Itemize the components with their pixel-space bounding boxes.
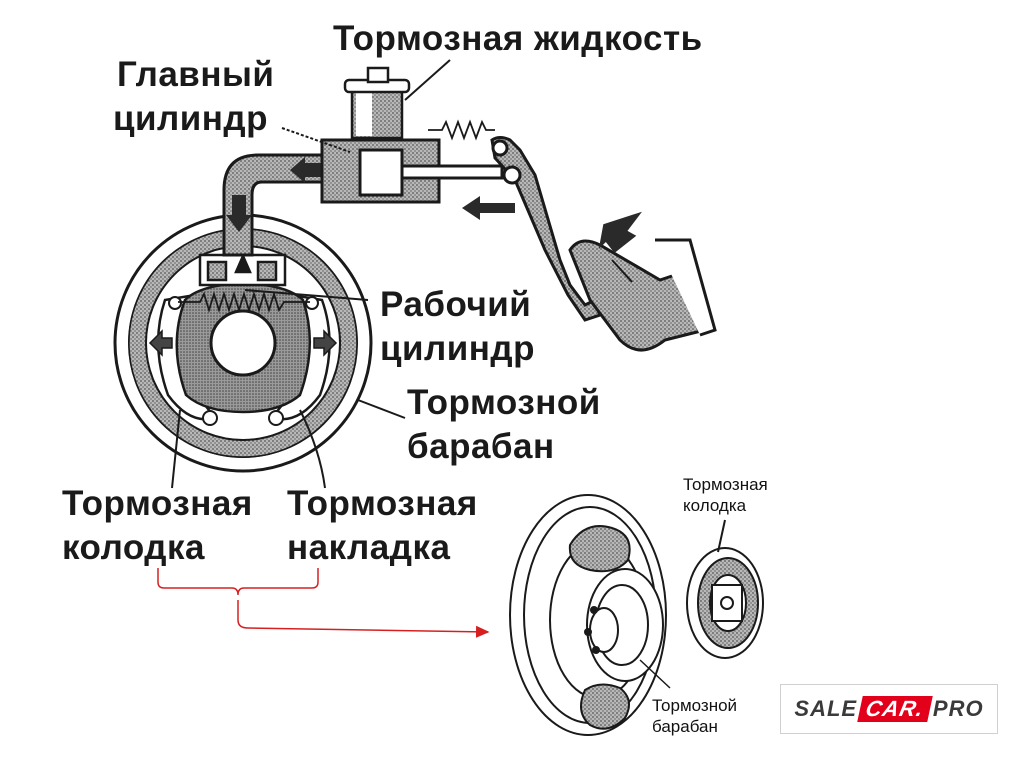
logo-part-sale: SALE [794,696,858,721]
label-wheel-cylinder: Рабочий цилиндр [380,283,535,371]
master-cylinder [320,138,504,204]
label-brake-lining: Тормозная накладка [287,482,478,570]
small-label-shoe-line2: колодка [683,496,747,515]
label-master-cylinder-line1: Главный [117,55,275,94]
anchor-pins [168,296,319,426]
small-label-drum-line1: Тормозной [652,696,738,715]
label-brake-shoe-line2: колодка [62,528,205,567]
hub-hole [209,309,277,377]
label-brake-fluid: Тормозная жидкость [333,19,703,58]
label-brake-shoe-line1: Тормозная [62,484,253,523]
label-brake-drum: Тормозной барабан [407,381,601,469]
wheel-cylinder [198,252,287,287]
push-arrows [462,196,642,253]
label-brake-drum-line2: барабан [407,427,555,466]
brake-pedal [490,136,602,322]
leader-lines [171,127,406,489]
label-brake-lining-line1: Тормозная [287,484,478,523]
small-label-drum-line2: барабан [652,717,718,736]
label-brake-shoe: Тормозная колодка [62,482,253,570]
small-label-shoe: Тормозная колодка [683,474,768,516]
salecar-logo: SALE CAR. PRO [780,684,998,734]
red-pointer [157,568,490,638]
label-brake-drum-line1: Тормозной [407,383,601,422]
small-label-shoe-line1: Тормозная [683,475,768,494]
shoe-arrows [148,329,338,357]
label-master-cylinder-line2: цилиндр [113,99,269,138]
pedal-spring [428,119,495,141]
small-label-drum: Тормозной барабан [652,695,737,737]
label-brake-lining-line2: накладка [287,528,451,567]
fluid-reservoir [343,59,451,140]
label-wheel-cylinder-line1: Рабочий [380,285,532,324]
wheel-hub-view [509,494,667,736]
label-master-cylinder: Главный цилиндр [113,53,274,141]
foot [568,238,717,352]
return-spring [178,290,310,314]
logo-part-pro: PRO [932,696,984,721]
label-wheel-cylinder-line2: цилиндр [380,329,536,368]
shoe-assembly-view [686,519,764,659]
logo-part-car: CAR. [857,696,933,722]
drum-small-leader [639,659,671,689]
